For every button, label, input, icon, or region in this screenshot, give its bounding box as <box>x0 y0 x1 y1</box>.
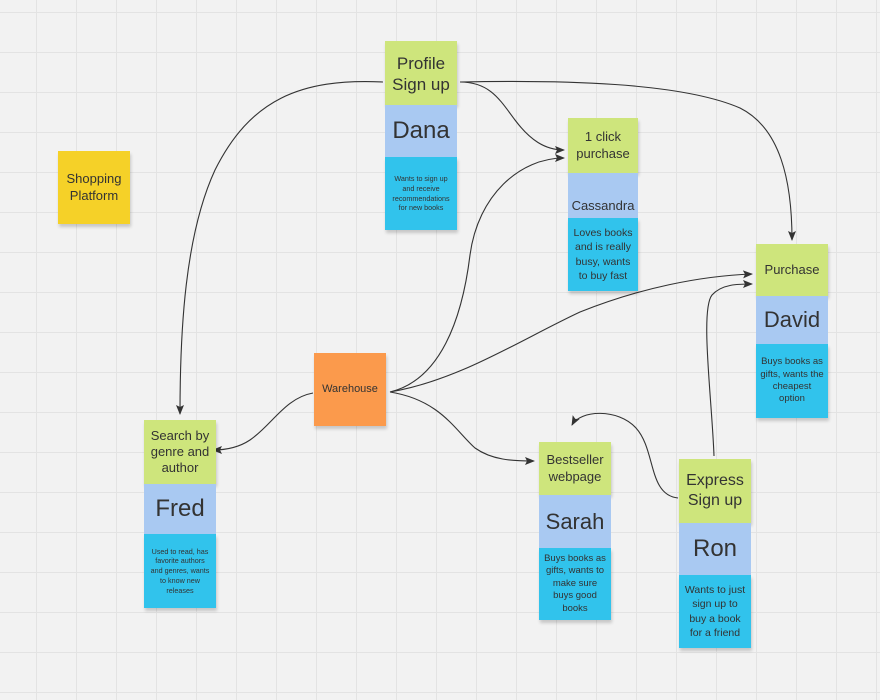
feature-note-search-by-genre-and-author[interactable]: Search by genre and author <box>144 420 216 484</box>
persona-description: Used to read, has favorite authors and g… <box>150 546 210 595</box>
persona-description: Buys books as gifts, wants to make sure … <box>544 553 606 614</box>
persona-note-fred[interactable]: Fred <box>144 484 216 534</box>
persona-description: Wants to just sign up to buy a book for … <box>684 584 746 639</box>
description-note-dana[interactable]: Wants to sign up and receive recommendat… <box>385 157 457 230</box>
warehouse-note[interactable]: Warehouse <box>314 353 386 426</box>
shopping-platform-note[interactable]: Shopping Platform <box>58 151 130 224</box>
feature-label: Profile Sign up <box>392 53 450 94</box>
connector-warehouse-to-search <box>212 392 314 454</box>
description-note-sarah[interactable]: Buys books as gifts, wants to make sure … <box>539 548 611 620</box>
feature-note-purchase[interactable]: Purchase <box>756 244 828 296</box>
persona-note-sarah[interactable]: Sarah <box>539 495 611 548</box>
shopping-platform-label: Shopping Platform <box>66 171 122 203</box>
description-note-ron[interactable]: Wants to just sign up to buy a book for … <box>679 575 751 648</box>
feature-label: Bestseller webpage <box>546 452 604 484</box>
feature-label: Purchase <box>764 261 820 277</box>
feature-note-bestseller-webpage[interactable]: Bestseller webpage <box>539 442 611 495</box>
connector-profile-to-1click <box>459 81 565 154</box>
persona-description: Wants to sign up and receive recommendat… <box>392 174 450 213</box>
feature-label: 1 click purchase <box>576 129 630 161</box>
connector-warehouse-to-bestseller <box>389 391 535 465</box>
persona-note-ron[interactable]: Ron <box>679 523 751 575</box>
description-note-cassandra[interactable]: Loves books and is really busy, wants to… <box>568 218 638 291</box>
persona-name: Sarah <box>545 508 605 534</box>
persona-name: Dana <box>392 117 450 144</box>
persona-name: Fred <box>155 495 205 522</box>
persona-name: David <box>763 307 821 333</box>
persona-note-dana[interactable]: Dana <box>385 105 457 157</box>
persona-name: Ron <box>692 535 738 562</box>
feature-label: Express Sign up <box>686 472 744 509</box>
feature-note-1-click-purchase[interactable]: 1 click purchase <box>568 118 638 173</box>
connector-warehouse-to-purchase <box>389 270 753 393</box>
persona-description: Loves books and is really busy, wants to… <box>573 227 633 282</box>
persona-note-cassandra[interactable]: Cassandra <box>568 173 638 218</box>
warehouse-label: Warehouse <box>322 382 378 395</box>
persona-name: Cassandra <box>571 197 635 213</box>
feature-note-profile-sign-up[interactable]: Profile Sign up <box>385 41 457 105</box>
persona-description: Buys books as gifts, wants the cheapest … <box>760 356 824 405</box>
feature-label: Search by genre and author <box>150 427 210 476</box>
connector-express-to-purchase <box>706 280 753 457</box>
description-note-david[interactable]: Buys books as gifts, wants the cheapest … <box>756 344 828 418</box>
description-note-fred[interactable]: Used to read, has favorite authors and g… <box>144 534 216 608</box>
feature-note-express-sign-up[interactable]: Express Sign up <box>679 459 751 523</box>
persona-note-david[interactable]: David <box>756 296 828 344</box>
